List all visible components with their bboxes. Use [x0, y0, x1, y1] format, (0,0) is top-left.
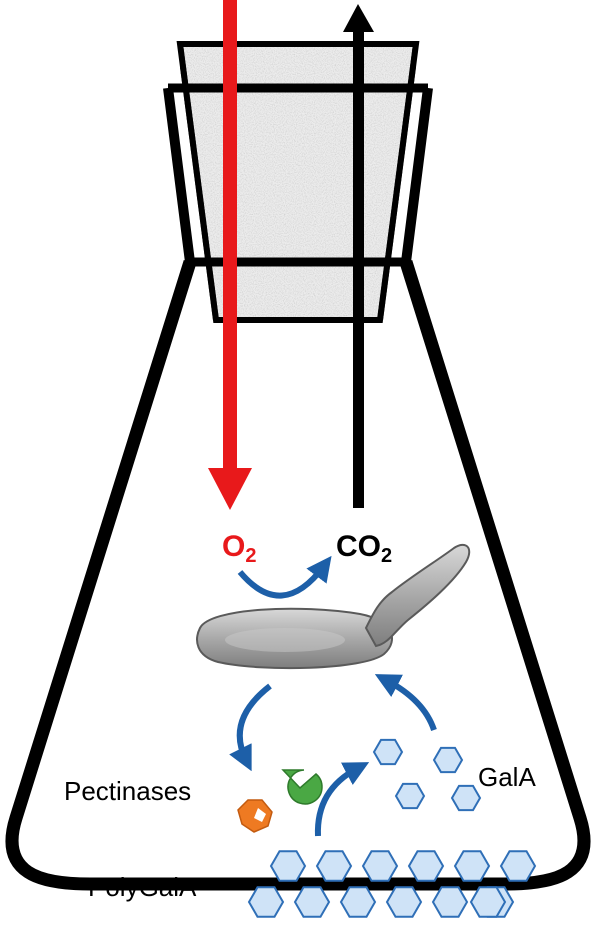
co2-label: CO2 — [336, 530, 392, 567]
polygala-unit — [339, 886, 377, 918]
gala-monomer — [450, 784, 482, 812]
respiration-arrow — [237, 555, 332, 599]
polygala-unit — [315, 850, 353, 882]
gala-monomer — [394, 782, 426, 810]
stopper-outline — [176, 41, 420, 323]
pectinases-label: Pectinases — [64, 776, 191, 806]
polygala-unit — [385, 886, 423, 918]
polygala-unit — [361, 850, 399, 882]
secretion-arrow — [229, 683, 272, 772]
co2-tube-arrowhead — [343, 4, 374, 32]
polygala-label: PolyGalA — [88, 872, 197, 902]
polygala-unit — [499, 850, 537, 882]
polygala-unit — [293, 886, 331, 918]
oxygen-tube-arrowhead — [208, 468, 252, 510]
polygala-unit — [453, 850, 491, 882]
oxygen-tube — [223, 0, 237, 470]
gala-monomer — [432, 746, 464, 774]
co2-tube — [353, 28, 364, 508]
polygala-unit — [247, 886, 285, 918]
flask-neck — [163, 87, 433, 263]
polygala-unit — [407, 850, 445, 882]
gala-monomer — [372, 738, 404, 766]
polygala-unit — [469, 886, 507, 918]
gala-label: GalA — [478, 762, 536, 792]
oxygen-label: O2 — [222, 530, 256, 567]
polygala-unit — [431, 886, 469, 918]
uptake-arrow — [374, 674, 437, 732]
pacman-enzyme-icon — [281, 769, 323, 805]
hydrolysis-arrow — [314, 762, 370, 837]
yeast-cell-icon — [196, 543, 471, 670]
polygala-unit — [269, 850, 307, 882]
flask-outline — [5, 260, 591, 891]
hexagon-layer — [247, 738, 537, 918]
